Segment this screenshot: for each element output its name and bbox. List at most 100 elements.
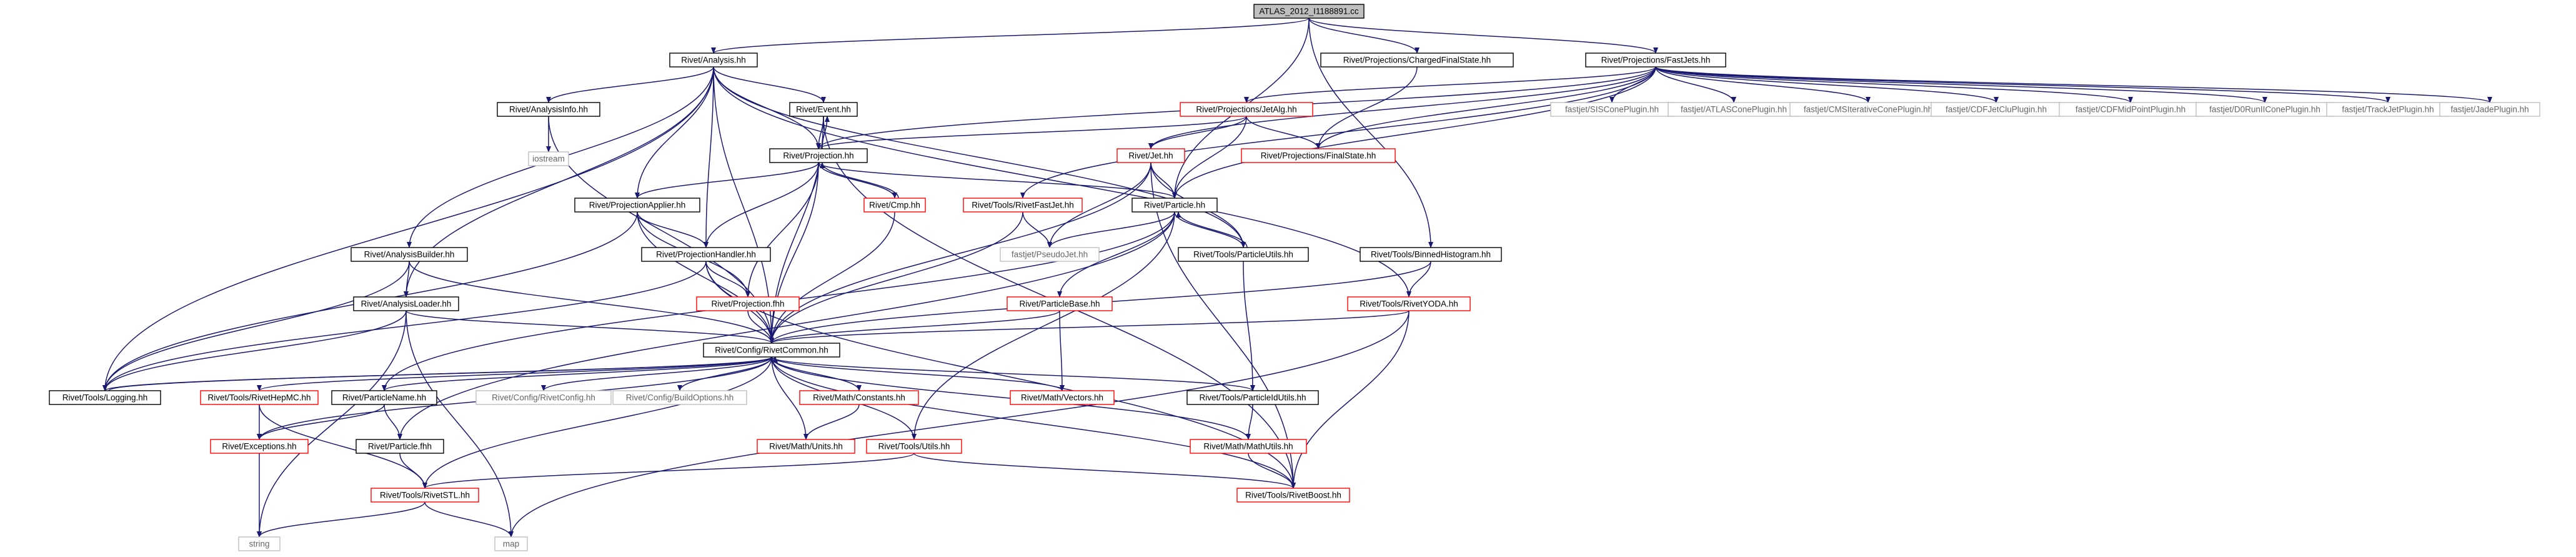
node-rivetconfig-box	[475, 390, 612, 405]
edge-fastjets-to-jet	[1148, 66, 1656, 149]
node-jet[interactable]: Rivet/Jet.hh	[1116, 148, 1185, 163]
edge-jetalg-to-projection	[816, 116, 1247, 149]
node-particle[interactable]: Rivet/Particle.hh	[1131, 198, 1218, 213]
node-rivetconfig[interactable]: Rivet/Config/RivetConfig.hh	[475, 390, 612, 405]
node-logging[interactable]: Rivet/Tools/Logging.hh	[49, 390, 161, 405]
node-root[interactable]: ATLAS_2012_I1188891.cc	[1253, 4, 1365, 19]
node-binnedhisto[interactable]: Rivet/Tools/BinnedHistogram.hh	[1360, 247, 1502, 262]
node-analysis-label: Rivet/Analysis.hh	[681, 56, 746, 65]
node-particleidutils[interactable]: Rivet/Tools/ParticleIdUtils.hh	[1186, 390, 1319, 405]
node-pseudojet[interactable]: fastjet/PseudoJet.hh	[1000, 247, 1100, 262]
node-projection-box	[769, 148, 868, 163]
node-particlename-label: Rivet/ParticleName.hh	[342, 393, 426, 403]
edge-rivetfastjet-to-pseudojet	[1022, 211, 1052, 248]
node-analysisloader[interactable]: Rivet/AnalysisLoader.hh	[353, 296, 459, 311]
edge-jet-to-rivetboost	[1150, 162, 1296, 489]
node-exceptions-box	[210, 439, 309, 454]
edge-binnedhisto-to-rivetyoda	[1406, 261, 1431, 298]
node-cmsiter[interactable]: fastjet/CMSIterativeConePlugin.hh	[1789, 102, 1947, 117]
node-cdfmidpoint-label: fastjet/CDFMidPointPlugin.hh	[2076, 105, 2186, 114]
node-projectionfhh-label: Rivet/Projection.fhh	[711, 299, 784, 309]
node-mathutils[interactable]: Rivet/Math/MathUtils.hh	[1190, 439, 1307, 454]
node-buildoptions[interactable]: Rivet/Config/BuildOptions.hh	[612, 390, 747, 405]
node-map[interactable]: map	[494, 536, 528, 551]
node-rivetcommon[interactable]: Rivet/Config/RivetCommon.hh	[703, 343, 840, 358]
node-chargedfs[interactable]: Rivet/Projections/ChargedFinalState.hh	[1320, 53, 1514, 68]
node-mathunits-label: Rivet/Math/Units.hh	[769, 442, 843, 451]
node-atlascone[interactable]: fastjet/ATLASConePlugin.hh	[1668, 102, 1800, 117]
edge-rivetcommon-to-vectors	[771, 356, 1065, 391]
edge-particle-to-pseudojet	[1047, 211, 1175, 248]
node-jade-box	[2439, 102, 2540, 117]
edge-root-to-fastjets	[1308, 18, 1658, 54]
node-iostream-label: iostream	[532, 154, 565, 164]
node-chargedfs-label: Rivet/Projections/ChargedFinalState.hh	[1343, 56, 1491, 65]
node-particlebase[interactable]: Rivet/ParticleBase.hh	[1007, 296, 1113, 311]
node-jetalg[interactable]: Rivet/Projections/JetAlg.hh	[1180, 102, 1313, 117]
node-buildoptions-label: Rivet/Config/BuildOptions.hh	[626, 393, 734, 403]
edge-jetalg-to-particle	[1172, 116, 1247, 199]
node-analysis[interactable]: Rivet/Analysis.hh	[669, 53, 758, 68]
node-iostream[interactable]: iostream	[528, 151, 569, 166]
node-cdfjetclu[interactable]: fastjet/CDFJetCluPlugin.hh	[1931, 102, 2062, 117]
node-cdfmidpoint[interactable]: fastjet/CDFMidPointPlugin.hh	[2059, 102, 2202, 117]
node-projection[interactable]: Rivet/Projection.hh	[769, 148, 868, 163]
node-rivetboost-box	[1236, 488, 1350, 503]
node-projectionfhh-box	[696, 296, 800, 311]
edge-cmp-to-projection	[820, 162, 899, 199]
edge-projection-to-event	[822, 116, 830, 149]
node-particlename[interactable]: Rivet/ParticleName.hh	[331, 390, 437, 405]
node-mathunits[interactable]: Rivet/Math/Units.hh	[757, 439, 855, 454]
node-particleutils[interactable]: Rivet/Tools/ParticleUtils.hh	[1178, 247, 1309, 262]
node-rivetfastjet[interactable]: Rivet/Tools/RivetFastJet.hh	[963, 198, 1083, 213]
node-projectionfhh[interactable]: Rivet/Projection.fhh	[696, 296, 800, 311]
node-rivetyoda[interactable]: Rivet/Tools/RivetYODA.hh	[1347, 296, 1471, 311]
node-trackjet[interactable]: fastjet/TrackJetPlugin.hh	[2326, 102, 2450, 117]
node-mathutils-box	[1190, 439, 1307, 454]
node-particlename-box	[331, 390, 437, 405]
edge-rivetyoda-to-rivetboost	[1291, 310, 1410, 489]
node-particleidutils-box	[1186, 390, 1319, 405]
node-analysisinfo[interactable]: Rivet/AnalysisInfo.hh	[497, 102, 600, 117]
node-analysisinfo-label: Rivet/AnalysisInfo.hh	[509, 105, 588, 114]
node-particlefhh-label: Rivet/Particle.fhh	[368, 442, 432, 451]
node-cmp[interactable]: Rivet/Cmp.hh	[863, 198, 926, 213]
node-pseudojet-box	[1000, 247, 1100, 262]
node-constants[interactable]: Rivet/Math/Constants.hh	[799, 390, 919, 405]
node-projapplier[interactable]: Rivet/ProjectionApplier.hh	[574, 198, 700, 213]
edge-cmp-to-rivetcommon	[769, 211, 895, 344]
node-projhandler[interactable]: Rivet/ProjectionHandler.hh	[641, 247, 771, 262]
edge-utils-to-rivetboost	[913, 453, 1296, 489]
node-fastjets[interactable]: Rivet/Projections/FastJets.hh	[1585, 53, 1726, 68]
node-utils[interactable]: Rivet/Tools/Utils.hh	[866, 439, 962, 454]
node-siscone[interactable]: fastjet/SISConePlugin.hh	[1550, 102, 1674, 117]
node-d0run[interactable]: fastjet/D0RunIIConePlugin.hh	[2196, 102, 2334, 117]
node-analysisloader-label: Rivet/AnalysisLoader.hh	[361, 299, 452, 309]
edge-analysis-to-event	[713, 66, 826, 103]
node-rivethepmc-box	[200, 390, 319, 405]
node-vectors[interactable]: Rivet/Math/Vectors.hh	[1010, 390, 1115, 405]
node-chargedfs-box	[1320, 53, 1514, 68]
edge-particlename-to-exceptions	[257, 404, 385, 440]
node-exceptions-label: Rivet/Exceptions.hh	[222, 442, 296, 451]
node-jade[interactable]: fastjet/JadePlugin.hh	[2439, 102, 2540, 117]
edge-fastjets-to-jade	[1655, 66, 2492, 103]
node-particlefhh-box	[356, 439, 444, 454]
node-particlefhh[interactable]: Rivet/Particle.fhh	[356, 439, 444, 454]
node-analysisbuilder-box	[351, 247, 468, 262]
node-string[interactable]: string	[238, 536, 281, 551]
node-rivetyoda-box	[1347, 296, 1471, 311]
node-analysis-box	[669, 53, 758, 68]
dependency-edges	[102, 18, 2492, 538]
edge-fastjets-to-rivetfastjet	[1020, 66, 1656, 199]
node-rivetstl[interactable]: Rivet/Tools/RivetSTL.hh	[370, 488, 479, 503]
node-analysisbuilder[interactable]: Rivet/AnalysisBuilder.hh	[351, 247, 468, 262]
node-utils-label: Rivet/Tools/Utils.hh	[878, 442, 950, 451]
node-exceptions[interactable]: Rivet/Exceptions.hh	[210, 439, 309, 454]
node-finalstate[interactable]: Rivet/Projections/FinalState.hh	[1241, 148, 1396, 163]
node-event[interactable]: Rivet/Event.hh	[789, 102, 858, 117]
edge-root-to-analysis	[711, 18, 1310, 54]
node-trackjet-label: fastjet/TrackJetPlugin.hh	[2342, 105, 2434, 114]
node-rivethepmc[interactable]: Rivet/Tools/RivetHepMC.hh	[200, 390, 319, 405]
node-rivetboost[interactable]: Rivet/Tools/RivetBoost.hh	[1236, 488, 1350, 503]
